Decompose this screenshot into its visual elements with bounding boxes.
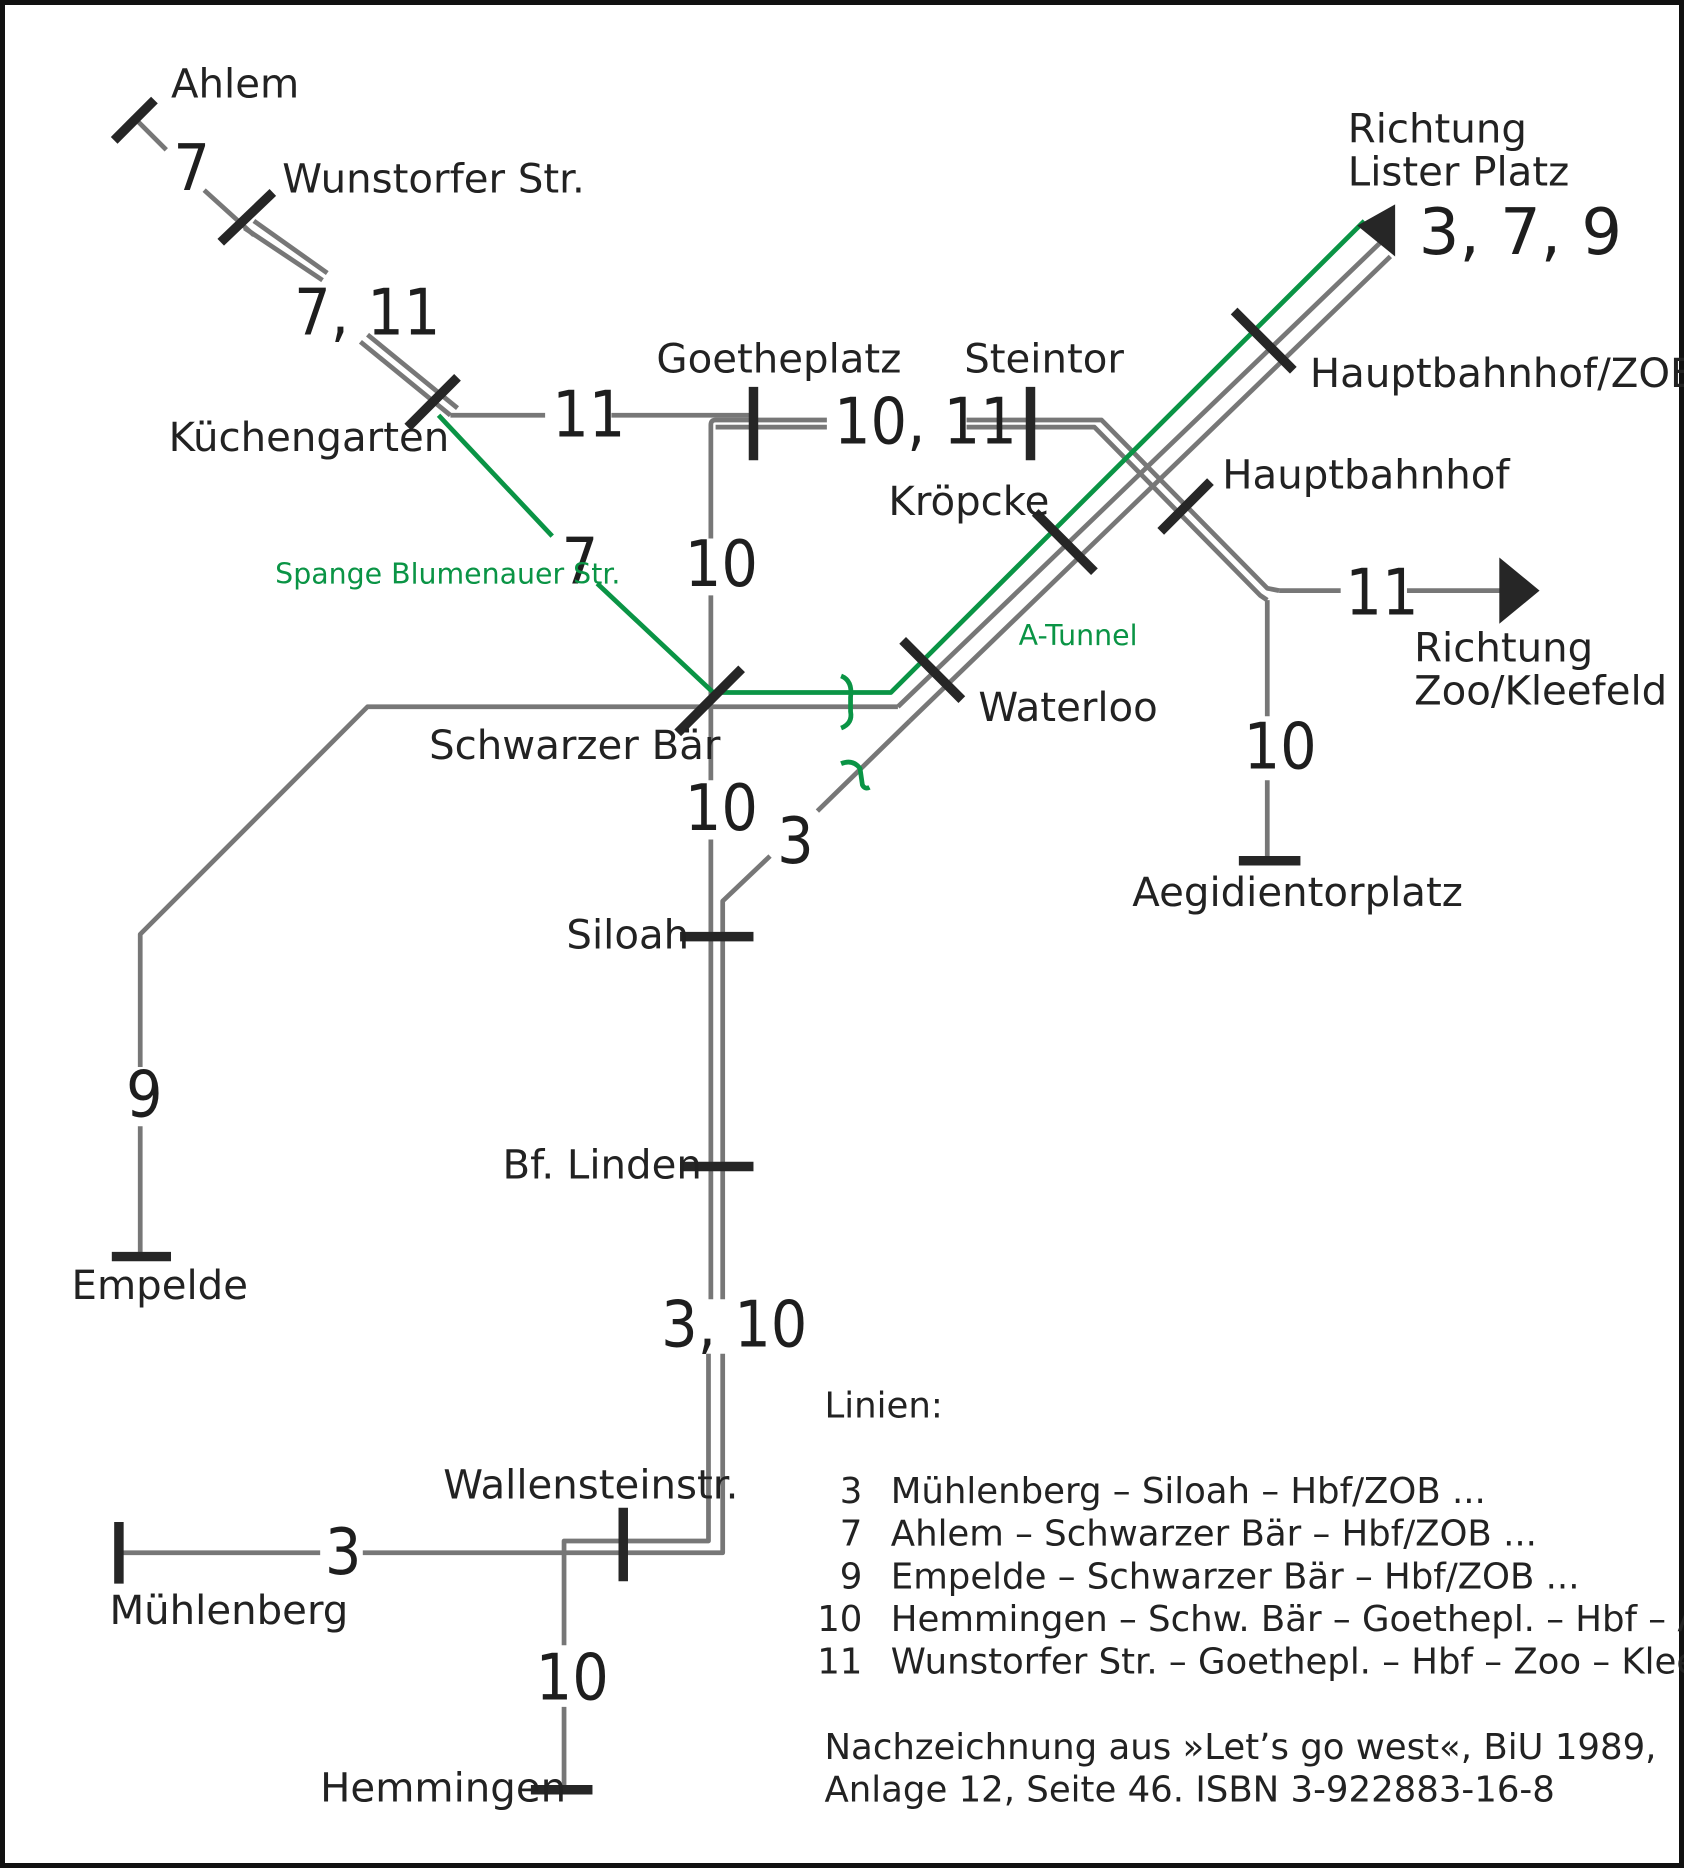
station-empelde: Empelde bbox=[72, 1263, 248, 1309]
direction-labels: Richtung Lister Platz 3, 7, 9 Richtung Z… bbox=[1348, 107, 1667, 715]
station-siloah: Siloah bbox=[566, 912, 689, 958]
station-wunstorfer-str: Wunstorfer Str. bbox=[282, 156, 585, 202]
line-label-10-11: 10, 11 bbox=[834, 386, 1017, 460]
line-label-10-hemmingen: 10 bbox=[536, 1642, 609, 1716]
legend-num-7: 7 bbox=[840, 1514, 863, 1555]
track-trunk-b bbox=[908, 254, 1393, 723]
credit-line-2: Anlage 12, Seite 46. ISBN 3-922883-16-8 bbox=[825, 1770, 1555, 1811]
station-ticks bbox=[110, 96, 1301, 1795]
legend-route-7: Ahlem – Schwarzer Bär – Hbf/ZOB ... bbox=[891, 1514, 1537, 1555]
tick-ahlem bbox=[110, 96, 158, 144]
track-line-3-diag bbox=[720, 854, 772, 937]
station-hauptbahnhof-zob: Hauptbahnhof/ZOB bbox=[1310, 351, 1684, 397]
station-kroepcke: Kröpcke bbox=[888, 479, 1049, 525]
track-line-3-10-c bbox=[561, 1353, 711, 1646]
track-line-3-diag-2 bbox=[815, 719, 912, 813]
credit-line-1: Nachzeichnung aus »Let’s go west«, BiU 1… bbox=[825, 1727, 1657, 1768]
tick-hbf-zob bbox=[1230, 307, 1297, 374]
direction-lister-line1: Richtung bbox=[1348, 107, 1527, 153]
direction-zoo-line1: Richtung bbox=[1414, 626, 1593, 672]
station-hemmingen: Hemmingen bbox=[320, 1766, 566, 1812]
station-kuechengarten: Küchengarten bbox=[169, 415, 450, 461]
line-label-7-11: 7, 11 bbox=[294, 277, 440, 351]
tick-kroepcke bbox=[1031, 509, 1098, 576]
line-number-labels: 7 7, 11 11 10, 11 7 10 10 3 11 10 9 3, 1… bbox=[126, 132, 1419, 1716]
legend-num-10: 10 bbox=[817, 1599, 862, 1640]
track-spange-a bbox=[436, 413, 554, 538]
line-label-7-spange: 7 bbox=[562, 525, 599, 599]
track-line-3-10-d bbox=[362, 1353, 726, 1556]
tick-kuechengarten bbox=[404, 373, 461, 431]
annotation-spange: Spange Blumenauer Str. bbox=[275, 558, 620, 591]
tick-hauptbahnhof bbox=[1157, 478, 1214, 535]
track-line-9 bbox=[137, 704, 898, 1067]
track-line-7-ahlem bbox=[136, 119, 168, 152]
network-map: Ahlem Wunstorfer Str. Küchengarten Goeth… bbox=[72, 62, 1684, 1812]
track-line-7-11-b bbox=[252, 218, 329, 275]
tick-wunstorfer bbox=[217, 189, 277, 246]
station-ahlem: Ahlem bbox=[171, 62, 299, 108]
tunnel-portal-2 bbox=[840, 759, 871, 791]
arrow-zoo-kleefeld-icon bbox=[1499, 557, 1540, 624]
legend-route-3: Mühlenberg – Siloah – Hbf/ZOB ... bbox=[891, 1471, 1486, 1512]
station-aegidientorplatz: Aegidientorplatz bbox=[1132, 870, 1463, 916]
legend-route-10: Hemmingen – Schw. Bär – Goethepl. – Hbf … bbox=[891, 1599, 1684, 1640]
line-label-3-mid: 3 bbox=[777, 805, 814, 879]
legend-route-11: Wunstorfer Str. – Goethepl. – Hbf – Zoo … bbox=[891, 1642, 1684, 1683]
direction-lister-line2: Lister Platz bbox=[1348, 149, 1569, 195]
tick-waterloo bbox=[899, 637, 966, 703]
station-bf-linden: Bf. Linden bbox=[502, 1142, 701, 1188]
legend-route-9: Empelde – Schwarzer Bär – Hbf/ZOB ... bbox=[891, 1556, 1580, 1597]
legend-title: Linien: bbox=[825, 1386, 943, 1427]
station-muehlenberg: Mühlenberg bbox=[109, 1588, 348, 1634]
track-spange-b bbox=[595, 219, 1367, 695]
line-label-10-aegi: 10 bbox=[1244, 710, 1317, 784]
line-label-10-upper: 10 bbox=[685, 528, 758, 602]
legend-num-11: 11 bbox=[817, 1642, 862, 1683]
line-label-10-lower: 10 bbox=[685, 772, 758, 846]
station-waterloo: Waterloo bbox=[978, 685, 1157, 731]
track-line-7-11-a bbox=[243, 226, 324, 283]
line-label-3-10: 3, 10 bbox=[661, 1289, 807, 1363]
station-steintor: Steintor bbox=[964, 337, 1124, 383]
station-hauptbahnhof: Hauptbahnhof bbox=[1222, 453, 1510, 499]
station-schwarzer-baer: Schwarzer Bär bbox=[429, 723, 721, 769]
line-label-9: 9 bbox=[126, 1059, 163, 1133]
direction-lister-lines: 3, 7, 9 bbox=[1419, 196, 1622, 270]
tick-schwarzer-baer bbox=[674, 665, 745, 737]
tunnel-portal-1 bbox=[840, 673, 854, 731]
station-goetheplatz: Goetheplatz bbox=[656, 337, 901, 383]
station-wallensteinstr: Wallensteinstr. bbox=[443, 1462, 738, 1508]
line-label-7-top: 7 bbox=[173, 132, 210, 206]
direction-zoo-line2: Zoo/Kleefeld bbox=[1414, 668, 1667, 714]
line-label-3-west: 3 bbox=[325, 1516, 362, 1590]
track-trunk-a bbox=[896, 235, 1388, 709]
line-label-11-goethe: 11 bbox=[552, 379, 625, 453]
legend: Linien: 3 Mühlenberg – Siloah – Hbf/ZOB … bbox=[817, 1386, 1684, 1811]
arrow-lister-platz-icon bbox=[1357, 204, 1396, 257]
legend-num-9: 9 bbox=[840, 1556, 863, 1597]
track-line-10-11-a bbox=[708, 417, 827, 439]
legend-num-3: 3 bbox=[840, 1471, 863, 1512]
annotation-a-tunnel: A-Tunnel bbox=[1019, 619, 1138, 652]
line-label-11-east: 11 bbox=[1345, 556, 1418, 630]
station-labels: Ahlem Wunstorfer Str. Küchengarten Goeth… bbox=[72, 62, 1684, 1812]
